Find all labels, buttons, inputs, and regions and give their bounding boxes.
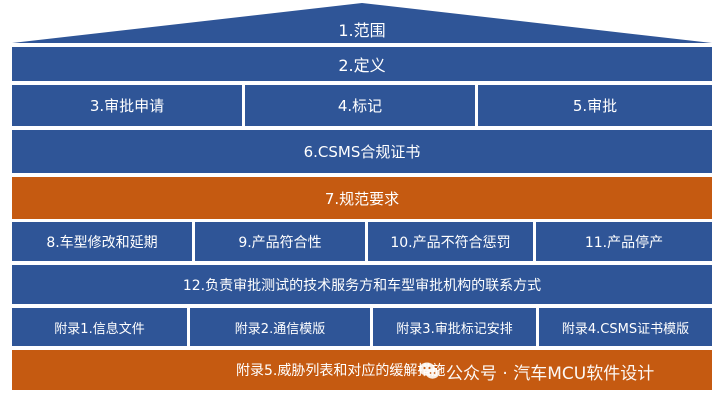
roof-scope: 1.范围: [12, 3, 712, 43]
roof-triangle: [12, 3, 712, 43]
block-nonconformity-penalty: 10.产品不符合惩罚: [368, 222, 533, 261]
block-csms-certificate: 6.CSMS合规证书: [12, 130, 712, 173]
block-definitions: 2.定义: [12, 47, 712, 81]
block-annex5-threats: 附录5.威胁列表和对应的缓解措施: [12, 350, 712, 390]
block-annex4-certificate: 附录4.CSMS证书模版: [539, 308, 712, 346]
block-annex1-information: 附录1.信息文件: [12, 308, 187, 346]
block-approval: 5.审批: [478, 85, 712, 126]
block-annex2-communication: 附录2.通信模版: [190, 308, 370, 346]
block-marking: 4.标记: [245, 85, 475, 126]
block-vehicle-modification: 8.车型修改和延期: [12, 222, 192, 261]
block-contact-details: 12.负责审批测试的技术服务方和车型审批机构的联系方式: [12, 265, 712, 304]
block-production-conformity: 9.产品符合性: [195, 222, 365, 261]
watermark: 公众号 · 汽车MCU软件设计: [418, 356, 654, 386]
watermark-text: 公众号 · 汽车MCU软件设计: [446, 363, 655, 384]
block-production-discontinued: 11.产品停产: [536, 222, 712, 261]
wechat-icon: [418, 360, 440, 382]
roof-label: 1.范围: [338, 21, 386, 40]
block-annex3-marking: 附录3.审批标记安排: [373, 308, 536, 346]
block-approval-application: 3.审批申请: [12, 85, 242, 126]
block-specifications: 7.规范要求: [12, 177, 712, 219]
